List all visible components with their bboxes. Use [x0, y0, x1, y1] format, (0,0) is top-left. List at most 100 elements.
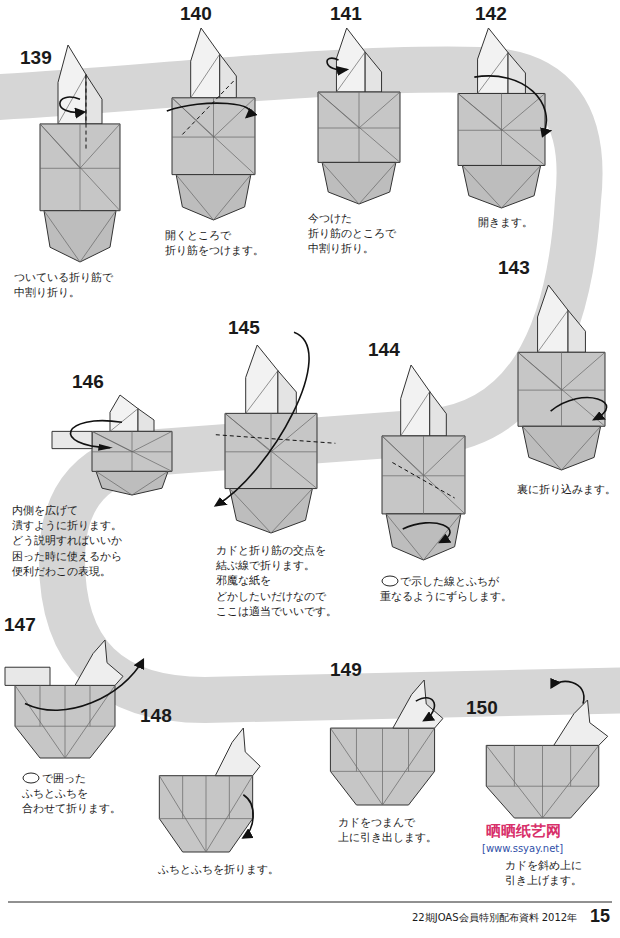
step-figure	[52, 395, 172, 495]
paper-layer	[176, 175, 251, 220]
crease-line	[356, 728, 357, 771]
crease-line	[408, 728, 409, 771]
crease-line	[562, 426, 601, 470]
crease-line	[502, 93, 546, 130]
step-caption: ふちとふちを折ります。	[158, 862, 279, 877]
fold-arrow	[551, 398, 607, 420]
paper-layer	[330, 728, 434, 805]
crease-line	[92, 451, 172, 452]
crease-line	[423, 436, 424, 514]
crease-line	[40, 168, 120, 169]
crease-line	[462, 165, 501, 208]
crease-line	[486, 745, 542, 818]
crease-line	[110, 409, 138, 432]
step-caption: 今つけた 折り筋のところで 中割り折り。	[308, 211, 396, 257]
fold-arrow	[60, 97, 84, 112]
crease-line	[518, 352, 605, 426]
crease-line	[225, 413, 271, 451]
fold-arrow	[25, 660, 143, 710]
crease-line	[424, 514, 461, 560]
crease-line	[330, 728, 382, 805]
step-number: 139	[20, 48, 52, 67]
crease-line	[382, 728, 383, 805]
paper-layer	[382, 436, 465, 514]
paper-layer	[58, 45, 86, 124]
crease-line	[40, 124, 120, 211]
crease-line	[271, 413, 317, 451]
step-figure	[458, 28, 546, 208]
crease-line	[58, 75, 86, 124]
crease-line	[40, 685, 41, 726]
crease-line	[92, 431, 172, 471]
crease-line	[214, 175, 251, 220]
fold-arrow	[403, 523, 450, 543]
valley-fold-line	[86, 75, 87, 149]
step-number: 148	[140, 706, 172, 725]
paper-layer	[318, 92, 400, 162]
valley-fold-line	[182, 80, 234, 134]
paper-layer	[401, 365, 430, 436]
step-caption: 開きます。	[478, 215, 533, 230]
paper-layer	[220, 54, 237, 98]
paper-layer	[336, 28, 365, 92]
crease-line	[502, 165, 541, 208]
crease-line	[514, 745, 515, 786]
step-number: 144	[368, 340, 400, 359]
step-caption: 開くところで 折り筋をつけます。	[165, 228, 264, 258]
step-number: 145	[228, 318, 260, 337]
crease-line	[318, 92, 359, 128]
fold-figures	[5, 28, 608, 852]
crease-line	[176, 175, 213, 220]
crease-line	[538, 310, 568, 352]
paper-layer	[568, 310, 585, 352]
step-number: 142	[475, 4, 507, 23]
paper-layer	[230, 489, 313, 533]
crease-line	[182, 776, 183, 819]
crease-line	[458, 93, 502, 130]
paper-layer	[92, 431, 172, 471]
crease-line	[570, 745, 571, 786]
paper-layer	[458, 93, 545, 165]
crease-line	[80, 124, 81, 211]
crease-line	[172, 137, 255, 138]
page-number: 15	[590, 906, 610, 927]
crease-line	[92, 431, 132, 451]
crease-line	[206, 776, 253, 852]
step-number: 149	[330, 660, 362, 679]
paper-layer	[159, 776, 252, 852]
crease-line	[40, 124, 80, 168]
crease-line	[132, 471, 168, 495]
step-figure	[5, 640, 143, 758]
step-caption: 裏に折り込みます。	[517, 482, 616, 497]
step-figure	[518, 285, 607, 470]
paper-layer	[75, 640, 123, 685]
crease-line	[359, 92, 400, 128]
crease-line	[401, 392, 430, 436]
crease-line	[561, 352, 562, 426]
crease-line	[132, 431, 172, 451]
crease-line	[386, 514, 423, 560]
crease-line	[318, 128, 400, 129]
step-figure	[40, 45, 120, 262]
crease-line	[213, 98, 214, 175]
crease-line	[478, 53, 508, 94]
crease-line	[90, 685, 91, 726]
paper-layer	[322, 162, 396, 204]
step-number: 140	[180, 4, 212, 23]
footer-note: 22期JOAS会員特別配布資料 2012年	[412, 911, 577, 925]
step-caption: ついている折り筋で 中割り折り。	[14, 270, 113, 300]
crease-line	[382, 436, 465, 514]
paper-layer	[278, 371, 296, 414]
crease-line	[359, 92, 360, 162]
paper-layer	[518, 352, 605, 426]
paper-layer	[486, 745, 599, 818]
paper-layer	[246, 345, 278, 413]
crease-line	[15, 685, 65, 758]
paper-layer	[393, 680, 443, 728]
paper-layer	[96, 471, 168, 495]
fold-arrow	[216, 332, 309, 505]
paper-layer	[554, 700, 608, 745]
crease-line	[383, 728, 435, 805]
crease-line	[318, 92, 400, 162]
